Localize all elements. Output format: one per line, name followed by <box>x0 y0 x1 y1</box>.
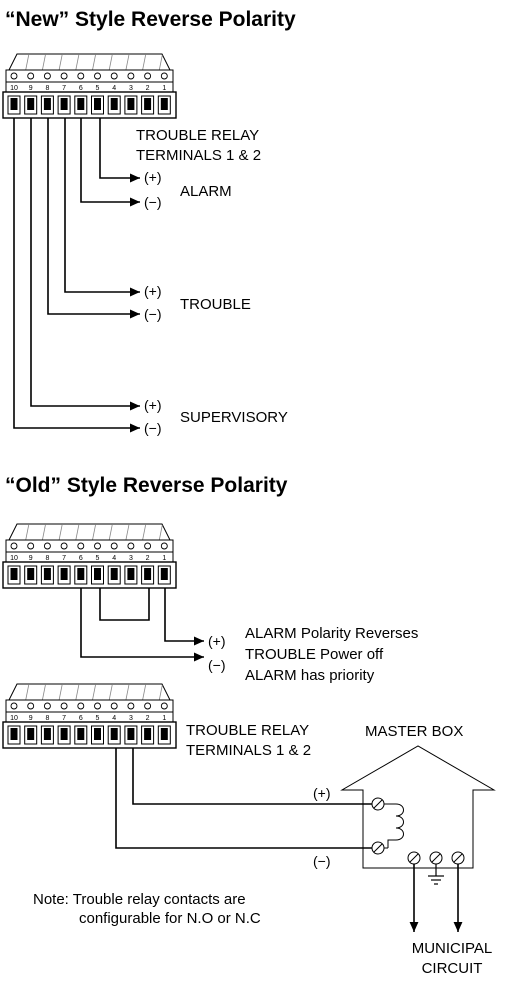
terminal-block-new: 10 9 8 7 6 5 4 3 2 1 <box>2 53 177 119</box>
jumper-wire <box>99 588 150 621</box>
terminal-pin-number: 4 <box>112 85 116 92</box>
terminal-pin-number: 8 <box>45 715 49 722</box>
old-style-upper-wiring <box>80 588 204 662</box>
trouble-power-note: TROUBLE Power off <box>245 646 384 663</box>
alarm-priority-note: ALARM has priority <box>245 667 375 684</box>
terminal-pin-number: 7 <box>62 715 66 722</box>
ground-icon <box>428 864 444 885</box>
terminal-pin-number: 3 <box>129 715 133 722</box>
contacts-note-2: configurable for N.O or N.C <box>79 910 261 927</box>
new-style-title: “New” Style Reverse Polarity <box>5 8 296 31</box>
terminal-pin-number: 5 <box>96 715 100 722</box>
old-relay-label-1: TROUBLE RELAY <box>186 722 309 739</box>
supervisory-label: SUPERVISORY <box>180 409 288 426</box>
terminal-pin-number: 7 <box>62 85 66 92</box>
alarm-minus-wire <box>80 118 140 207</box>
supervisory-plus-wire <box>30 118 140 411</box>
alarm-polarity-note: ALARM Polarity Reverses <box>245 625 418 642</box>
master-box-label: MASTER BOX <box>365 723 463 740</box>
trouble-label: TROUBLE <box>180 296 251 313</box>
municipal-label-1: MUNICIPAL <box>412 940 493 957</box>
box-terminal-plus <box>371 797 385 811</box>
terminal-block-old-lower: 10 9 8 7 6 5 4 3 2 1 <box>2 683 177 749</box>
box-minus-wire <box>115 748 372 849</box>
alarm-plus-wire <box>99 118 140 183</box>
old-plus-label: (+) <box>208 633 226 649</box>
trouble-plus-wire <box>64 118 140 297</box>
master-box-outline <box>340 745 496 869</box>
box-minus-label: (−) <box>313 853 331 869</box>
trouble-minus-label: (−) <box>144 306 162 322</box>
relay-coil <box>387 803 404 848</box>
terminal-pin-number: 9 <box>29 555 33 562</box>
terminal-pin-number: 2 <box>146 555 150 562</box>
terminal-pin-number: 6 <box>79 555 83 562</box>
municipal-terminal-right <box>451 851 465 865</box>
new-relay-label-1: TROUBLE RELAY <box>136 127 259 144</box>
new-relay-label-2: TERMINALS 1 & 2 <box>136 147 261 164</box>
box-plus-label: (+) <box>313 785 331 801</box>
terminal-pin-number: 6 <box>79 715 83 722</box>
box-terminal-minus <box>371 841 385 855</box>
supervisory-plus-label: (+) <box>144 397 162 413</box>
supervisory-minus-wire <box>13 118 140 433</box>
terminal-pin-number: 2 <box>146 715 150 722</box>
old-plus-wire <box>164 588 204 646</box>
municipal-label-2: CIRCUIT <box>422 960 483 977</box>
terminal-block-old-upper: 10 9 8 7 6 5 4 3 2 1 <box>2 523 177 589</box>
terminal-pin-number: 10 <box>10 555 18 562</box>
old-minus-label: (−) <box>208 657 226 673</box>
terminal-pin-number: 9 <box>29 85 33 92</box>
box-plus-wire <box>132 748 372 805</box>
terminal-pin-number: 3 <box>129 85 133 92</box>
terminal-pin-number: 7 <box>62 555 66 562</box>
alarm-label: ALARM <box>180 183 232 200</box>
terminal-pin-number: 5 <box>96 555 100 562</box>
trouble-minus-wire <box>47 118 140 319</box>
municipal-terminal-left <box>407 851 421 865</box>
old-relay-label-2: TERMINALS 1 & 2 <box>186 742 311 759</box>
terminal-pin-number: 4 <box>112 555 116 562</box>
terminal-pin-number: 2 <box>146 85 150 92</box>
old-minus-wire <box>80 588 204 662</box>
terminal-pin-number: 8 <box>45 85 49 92</box>
supervisory-minus-label: (−) <box>144 420 162 436</box>
terminal-pin-number: 1 <box>162 555 166 562</box>
terminal-pin-number: 3 <box>129 555 133 562</box>
terminal-pin-number: 10 <box>10 715 18 722</box>
trouble-plus-label: (+) <box>144 283 162 299</box>
terminal-pin-number: 1 <box>162 85 166 92</box>
new-style-wiring <box>13 118 140 433</box>
terminal-pin-number: 8 <box>45 555 49 562</box>
alarm-plus-label: (+) <box>144 169 162 185</box>
old-style-title: “Old” Style Reverse Polarity <box>5 474 288 497</box>
terminal-pin-number: 4 <box>112 715 116 722</box>
ground-terminal <box>429 851 443 865</box>
terminal-pin-number: 6 <box>79 85 83 92</box>
terminal-pin-number: 5 <box>96 85 100 92</box>
alarm-minus-label: (−) <box>144 194 162 210</box>
terminal-pin-number: 9 <box>29 715 33 722</box>
terminal-pin-number: 10 <box>10 85 18 92</box>
terminal-pin-number: 1 <box>162 715 166 722</box>
contacts-note-1: Note: Trouble relay contacts are <box>33 891 246 908</box>
